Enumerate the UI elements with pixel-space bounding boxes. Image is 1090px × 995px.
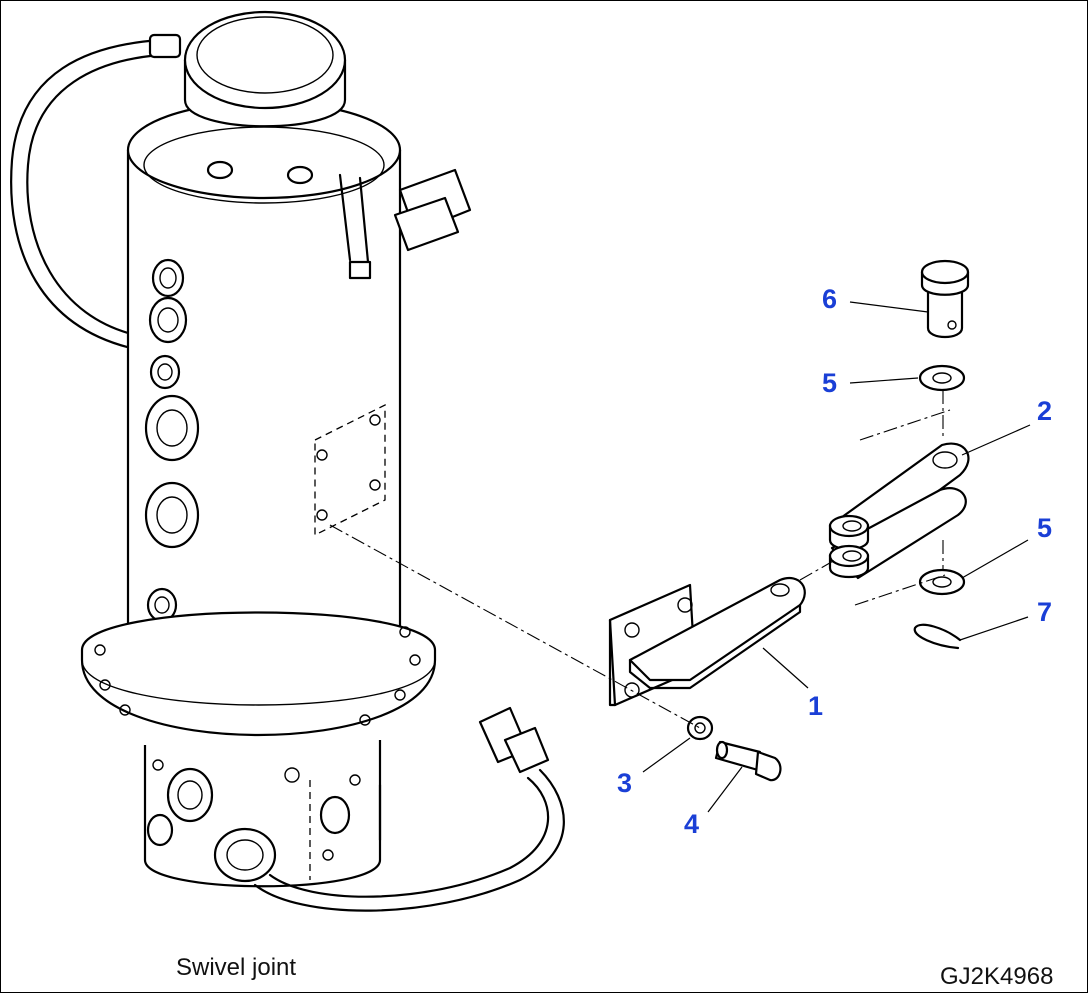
callout-4: 4 — [684, 809, 700, 839]
callout-2: 2 — [1037, 396, 1053, 426]
connector-plug-lower — [393, 196, 460, 252]
part-washer-lower — [918, 568, 966, 596]
lower-flange — [80, 611, 437, 737]
top-fitting — [148, 33, 182, 59]
clamp-band — [338, 173, 370, 264]
swivel-joint-body — [10, 10, 565, 912]
flange-edge — [81, 659, 436, 706]
part-cotter-pin — [913, 623, 962, 650]
mounting-pad-hidden — [314, 403, 386, 537]
top-cap — [183, 10, 347, 110]
drawing-code: GJ2K4968 — [940, 963, 1054, 990]
callout-6: 6 — [822, 284, 838, 314]
part-washer-small — [686, 715, 714, 741]
callout-3: 3 — [617, 768, 633, 798]
top-cap-inner — [196, 16, 334, 94]
assembly-centreline — [329, 524, 701, 729]
part-washer-upper — [918, 364, 966, 392]
connector-bracket — [348, 260, 372, 280]
part-bolt — [714, 740, 782, 782]
part-link-clevis — [828, 442, 970, 580]
top-bolt — [206, 160, 234, 180]
part-pin — [920, 259, 970, 339]
leader-lines — [642, 301, 1031, 813]
callout-1: 1 — [808, 691, 824, 721]
part-bracket — [608, 577, 806, 707]
diagram-caption: Swivel joint — [176, 954, 297, 981]
callout-7: 7 — [1037, 597, 1053, 627]
lower-hose — [253, 768, 565, 912]
callout-5-lower: 5 — [1037, 513, 1053, 543]
callout-5-upper: 5 — [822, 368, 838, 398]
top-bolt — [286, 165, 314, 185]
